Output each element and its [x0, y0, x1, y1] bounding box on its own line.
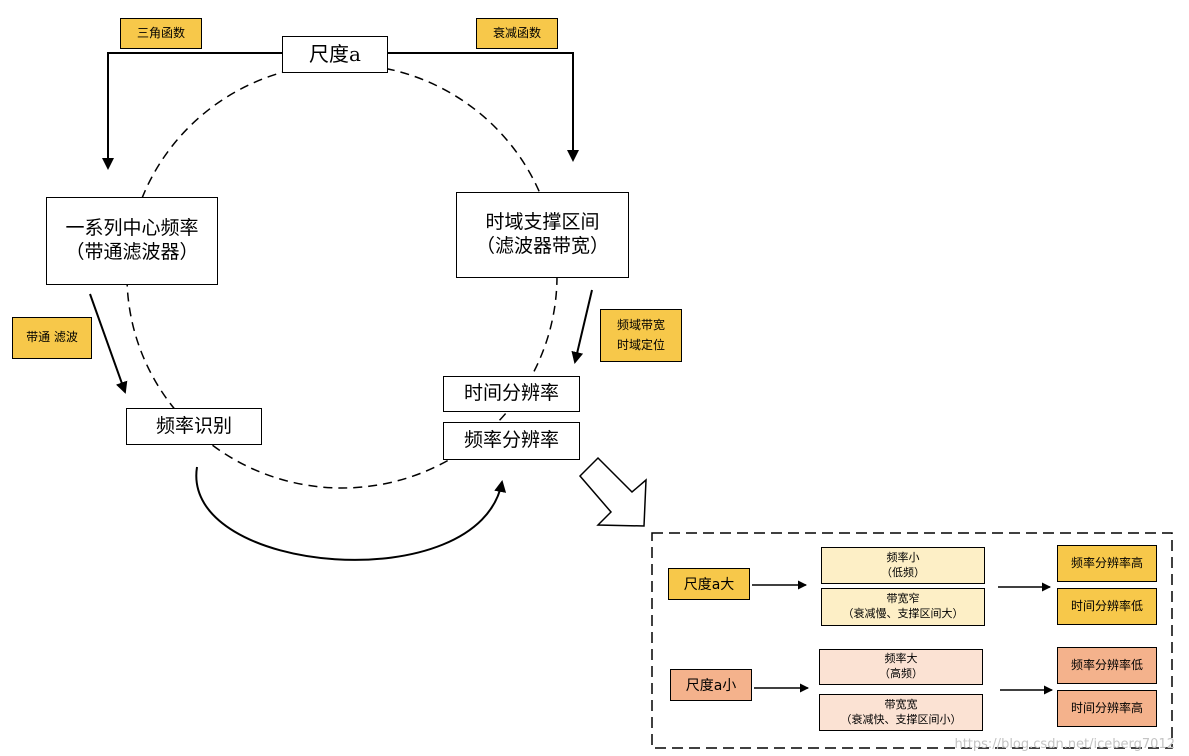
scale-small-box: 尺度a小	[670, 669, 752, 701]
scale-small-label: 尺度a小	[685, 678, 737, 694]
detail-panel-border	[651, 532, 1173, 749]
tag-trig-function: 三角函数	[120, 18, 202, 49]
large-bandwidth-cell: 带宽窄 （衰减慢、支撑区间大）	[821, 588, 985, 626]
small-result-time-cell: 时间分辨率高	[1057, 690, 1157, 727]
small-result-freq-cell: 频率分辨率低	[1057, 647, 1157, 684]
frequency-identify-box: 频率识别	[126, 408, 262, 445]
small-bandwidth-line2: （衰减快、支撑区间小）	[840, 712, 962, 726]
tag-trig-function-label: 三角函数	[136, 25, 185, 40]
bottom-curved-arrow	[195, 466, 507, 561]
tag-bandwidth-localization: 频域带宽 时域定位	[600, 309, 682, 362]
large-result-time-cell: 时间分辨率低	[1057, 588, 1157, 625]
frequency-resolution-label: 频率分辨率	[463, 429, 559, 452]
large-bandwidth-line1: 带宽窄	[886, 592, 920, 606]
arrow-to-time-support	[388, 52, 579, 162]
small-bandwidth-line1: 带宽宽	[884, 697, 918, 711]
center-frequency-box: 一系列中心频率 （带通滤波器）	[46, 197, 218, 285]
center-frequency-line2: （带通滤波器）	[65, 241, 199, 263]
scale-a-label: 尺度a	[309, 42, 361, 66]
small-result-time-label: 时间分辨率高	[1070, 701, 1143, 716]
arrow-to-freq-identify	[89, 293, 128, 394]
tag-freq-bandwidth-label: 频域带宽	[616, 318, 665, 333]
time-support-line2: （滤波器带宽）	[475, 235, 609, 257]
center-frequency-line1: 一系列中心频率	[65, 217, 199, 240]
small-frequency-line1: 频率大	[884, 652, 918, 666]
large-result-freq-label: 频率分辨率高	[1070, 556, 1143, 571]
tag-time-localization-label: 时域定位	[616, 337, 665, 352]
time-resolution-label: 时间分辨率	[463, 382, 559, 405]
arrow-to-time-resolution	[571, 289, 593, 364]
time-support-line1: 时域支撑区间	[485, 211, 600, 234]
scale-large-label: 尺度a大	[683, 577, 735, 593]
small-bandwidth-cell: 带宽宽 （衰减快、支撑区间小）	[819, 694, 983, 731]
watermark-url: https://blog.csdn.net/iceberg7012	[954, 737, 1175, 752]
small-result-freq-label: 频率分辨率低	[1070, 658, 1143, 673]
large-bandwidth-line2: （衰减慢、支撑区间大）	[842, 607, 964, 620]
small-frequency-cell: 频率大 （高频）	[819, 649, 983, 685]
large-result-freq-cell: 频率分辨率高	[1057, 545, 1157, 582]
tag-decay-function-label: 衰减函数	[492, 25, 541, 40]
time-resolution-box: 时间分辨率	[443, 376, 580, 412]
frequency-resolution-box: 频率分辨率	[443, 422, 580, 460]
tag-bandpass-filter: 带通 滤波	[12, 317, 92, 359]
tag-bandpass-filter-label: 带通 滤波	[26, 330, 78, 345]
arrow-to-center-freq	[102, 52, 282, 170]
large-frequency-line1: 频率小	[886, 550, 920, 564]
hollow-arrow-to-panel	[578, 456, 647, 527]
large-frequency-cell: 频率小 （低频）	[821, 547, 985, 584]
tag-decay-function: 衰减函数	[476, 18, 558, 49]
scale-large-box: 尺度a大	[668, 568, 750, 600]
time-support-box: 时域支撑区间 （滤波器带宽）	[456, 192, 629, 278]
scale-a-box: 尺度a	[282, 36, 388, 73]
large-result-time-label: 时间分辨率低	[1070, 599, 1143, 614]
frequency-identify-label: 频率识别	[155, 414, 232, 437]
small-frequency-line2: （高频）	[879, 667, 923, 680]
large-frequency-line2: （低频）	[881, 565, 925, 579]
